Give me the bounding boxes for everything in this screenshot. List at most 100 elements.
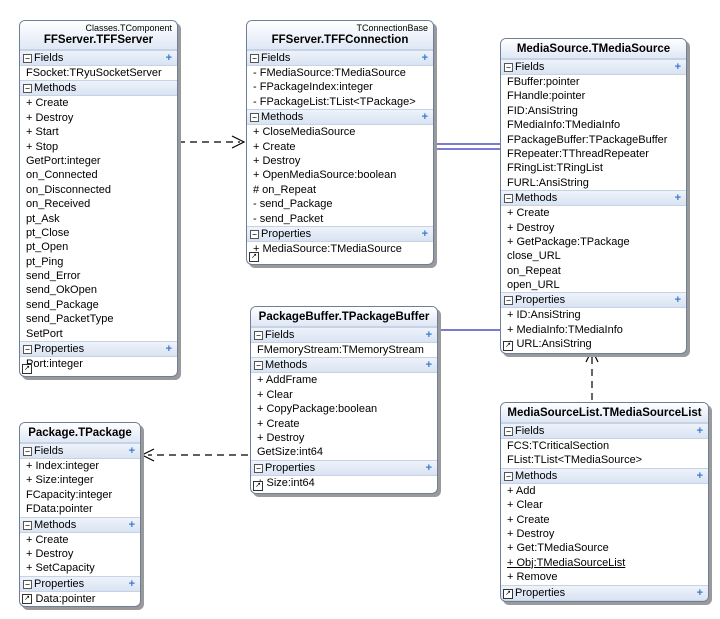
member-item[interactable]: FPackageBuffer:TPackageBuffer [507, 133, 668, 146]
member-item[interactable]: FHandle:pointer [507, 90, 586, 103]
properties-section-header[interactable]: − Properties + [501, 292, 686, 309]
member-item[interactable]: + Size:int64 [257, 476, 315, 489]
class-header[interactable]: TConnectionBase FFServer.TFFConnection [247, 21, 433, 50]
member-item[interactable]: + OpenMediaSource:boolean [253, 169, 397, 182]
member-item[interactable]: FList:TList<TMediaSource> [507, 454, 643, 467]
member-item[interactable]: # on_Repeat [253, 183, 316, 196]
member-item[interactable]: + MediaInfo:TMediaInfo [507, 323, 623, 336]
member-item[interactable]: - FPackageList:TList<TPackage> [253, 95, 416, 108]
member-item[interactable]: + URL:AnsiString [507, 338, 592, 351]
member-item[interactable]: FSocket:TRyuSocketServer [26, 67, 162, 79]
resize-grip-icon[interactable]: ↗ [253, 481, 263, 491]
member-item[interactable]: + Create [26, 97, 69, 110]
add-member-icon[interactable]: + [425, 461, 432, 474]
methods-section-header[interactable]: − Methods + [251, 357, 437, 374]
fields-section-header[interactable]: − Fields + [251, 327, 437, 343]
member-item[interactable]: - send_Packet [253, 212, 324, 225]
member-item[interactable]: FRepeater:TThreadRepeater [507, 147, 649, 160]
add-member-icon[interactable]: + [421, 227, 428, 240]
class-packagebuffer[interactable]: PackageBuffer.TPackageBuffer − Fields + … [250, 306, 438, 494]
member-item[interactable]: - FPackageIndex:integer [253, 81, 373, 94]
collapse-toggle-icon[interactable]: − [254, 463, 263, 473]
member-item[interactable]: FURL:AnsiString [507, 176, 589, 189]
member-item[interactable]: send_Error [26, 270, 81, 283]
class-header[interactable]: Package.TPackage [20, 423, 140, 443]
member-item[interactable]: FID:AnsiString [507, 104, 578, 117]
collapse-toggle-icon[interactable]: − [504, 194, 513, 204]
class-ffconnection[interactable]: TConnectionBase FFServer.TFFConnection −… [246, 20, 434, 265]
member-item[interactable]: FMediaInfo:TMediaInfo [507, 119, 621, 132]
member-item[interactable]: + Destroy [257, 431, 305, 444]
properties-section-header[interactable]: − Properties + [20, 575, 140, 592]
collapse-toggle-icon[interactable]: − [23, 345, 32, 355]
class-mediasource[interactable]: MediaSource.TMediaSource − Fields + FBuf… [500, 38, 687, 354]
member-item[interactable]: pt_Open [26, 241, 69, 254]
collapse-toggle-icon[interactable]: − [504, 296, 513, 306]
resize-grip-icon[interactable]: ↗ [22, 594, 32, 604]
member-item[interactable]: pt_Ask [26, 212, 60, 225]
member-item[interactable]: + Create [253, 140, 296, 153]
member-item[interactable]: - send_Package [253, 198, 333, 211]
collapse-toggle-icon[interactable]: − [250, 54, 259, 63]
fields-section-header[interactable]: − Fields + [20, 50, 177, 66]
member-item[interactable]: FRingList:TRingList [507, 162, 603, 175]
add-member-icon[interactable]: + [696, 586, 703, 599]
member-item[interactable]: + MediaSource:TMediaSource [253, 242, 402, 255]
add-member-icon[interactable]: + [674, 61, 681, 73]
member-item[interactable]: + Destroy [26, 111, 74, 124]
member-item[interactable]: + SetCapacity [26, 562, 95, 575]
collapse-toggle-icon[interactable]: − [504, 63, 513, 72]
member-item[interactable]: + AddFrame [257, 374, 318, 387]
member-item[interactable]: send_PacketType [26, 313, 114, 326]
member-item[interactable]: + Add [507, 484, 536, 497]
collapse-toggle-icon[interactable]: − [504, 471, 513, 481]
collapse-toggle-icon[interactable]: − [250, 229, 259, 239]
member-item[interactable]: + GetPackage:TPackage [507, 235, 630, 248]
add-member-icon[interactable]: + [128, 518, 135, 531]
add-member-icon[interactable]: + [696, 425, 703, 437]
member-item[interactable]: + Get:TMediaSource [507, 542, 609, 555]
member-item[interactable]: send_OkOpen [26, 284, 97, 297]
collapse-toggle-icon[interactable]: − [23, 84, 32, 94]
member-item[interactable]: send_Package [26, 298, 99, 311]
member-item[interactable]: + CopyPackage:boolean [257, 403, 378, 416]
properties-section-header[interactable]: − Properties + [247, 225, 433, 242]
add-member-icon[interactable]: + [674, 294, 681, 307]
properties-section-header[interactable]: + Properties + [501, 584, 708, 601]
class-header[interactable]: PackageBuffer.TPackageBuffer [251, 307, 437, 327]
add-member-icon[interactable]: + [165, 343, 172, 356]
member-item[interactable]: on_Repeat [507, 264, 561, 277]
add-member-icon[interactable]: + [425, 329, 432, 341]
collapse-toggle-icon[interactable]: − [23, 520, 32, 530]
collapse-toggle-icon[interactable]: − [250, 113, 259, 123]
collapse-toggle-icon[interactable]: − [254, 331, 263, 340]
fields-section-header[interactable]: − Fields + [247, 50, 433, 66]
resize-grip-icon[interactable]: ↗ [22, 364, 32, 374]
member-item[interactable]: FMemoryStream:TMemoryStream [257, 344, 424, 356]
collapse-toggle-icon[interactable]: − [254, 361, 263, 371]
member-item[interactable]: + Clear [507, 499, 543, 512]
member-item[interactable]: on_Received [26, 198, 91, 211]
collapse-toggle-icon[interactable]: − [23, 579, 32, 589]
fields-section-header[interactable]: − Fields + [501, 59, 686, 75]
collapse-toggle-icon[interactable]: − [23, 447, 32, 456]
member-item[interactable]: GetPort:integer [26, 154, 101, 167]
member-item[interactable]: + Destroy [507, 221, 555, 234]
properties-section-header[interactable]: − Properties + [20, 341, 177, 358]
fields-section-header[interactable]: − Fields + [501, 423, 708, 439]
member-item[interactable]: + Destroy [26, 547, 74, 560]
member-item[interactable]: FCS:TCriticalSection [507, 440, 610, 452]
member-item[interactable]: FBuffer:pointer [507, 76, 580, 88]
add-member-icon[interactable]: + [696, 469, 703, 482]
class-header[interactable]: Classes.TComponent FFServer.TFFServer [20, 21, 177, 50]
methods-section-header[interactable]: − Methods + [247, 109, 433, 126]
properties-section-header[interactable]: − Properties + [251, 459, 437, 476]
member-item[interactable]: + CloseMediaSource [253, 126, 356, 139]
member-item[interactable]: + Data:pointer [26, 592, 96, 605]
member-item[interactable]: FCapacity:integer [26, 488, 113, 501]
class-ffserver[interactable]: Classes.TComponent FFServer.TFFServer − … [19, 20, 178, 377]
class-header[interactable]: MediaSourceList.TMediaSourceList [501, 403, 708, 423]
member-item[interactable]: + Obj:TMediaSourceList [507, 556, 626, 569]
methods-section-header[interactable]: − Methods + [501, 467, 708, 484]
resize-grip-icon[interactable]: ↗ [249, 252, 259, 262]
